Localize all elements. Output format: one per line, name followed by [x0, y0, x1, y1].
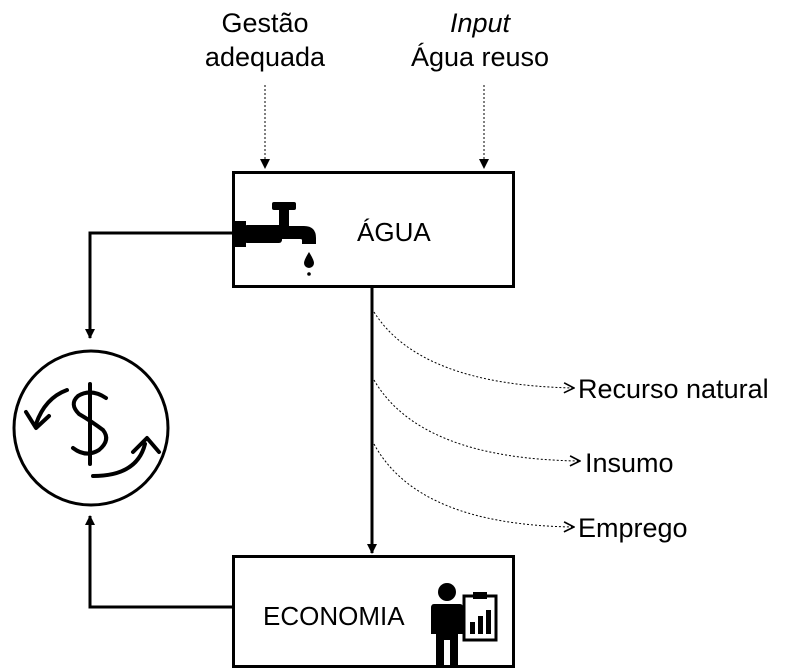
economia-label: ECONOMIA: [263, 601, 405, 631]
gestao-label: Gestão adequada: [204, 8, 326, 72]
water-tap-icon: [232, 202, 316, 276]
insumo-curve: [373, 379, 580, 461]
emprego-curve: [373, 443, 574, 527]
agua-label: ÁGUA: [357, 217, 431, 247]
output-recurso-natural: Recurso natural: [578, 374, 769, 404]
output-insumo: Insumo: [585, 448, 674, 478]
businessman-chart-icon: [431, 583, 498, 666]
agua-box: ÁGUA: [232, 171, 515, 288]
output-emprego: Emprego: [578, 513, 688, 543]
economia-box: ECONOMIA: [232, 555, 515, 668]
money-cycle-icon: [12, 349, 170, 507]
input-reuso-label: Input Água reuso: [395, 6, 565, 74]
agua-reuso-label: Água reuso: [410, 42, 550, 72]
input-label: Input: [449, 8, 511, 38]
economia-to-cycle-arrow: [85, 515, 233, 609]
recurso-natural-curve: [373, 311, 574, 388]
agua-to-cycle-arrow: [85, 231, 233, 339]
